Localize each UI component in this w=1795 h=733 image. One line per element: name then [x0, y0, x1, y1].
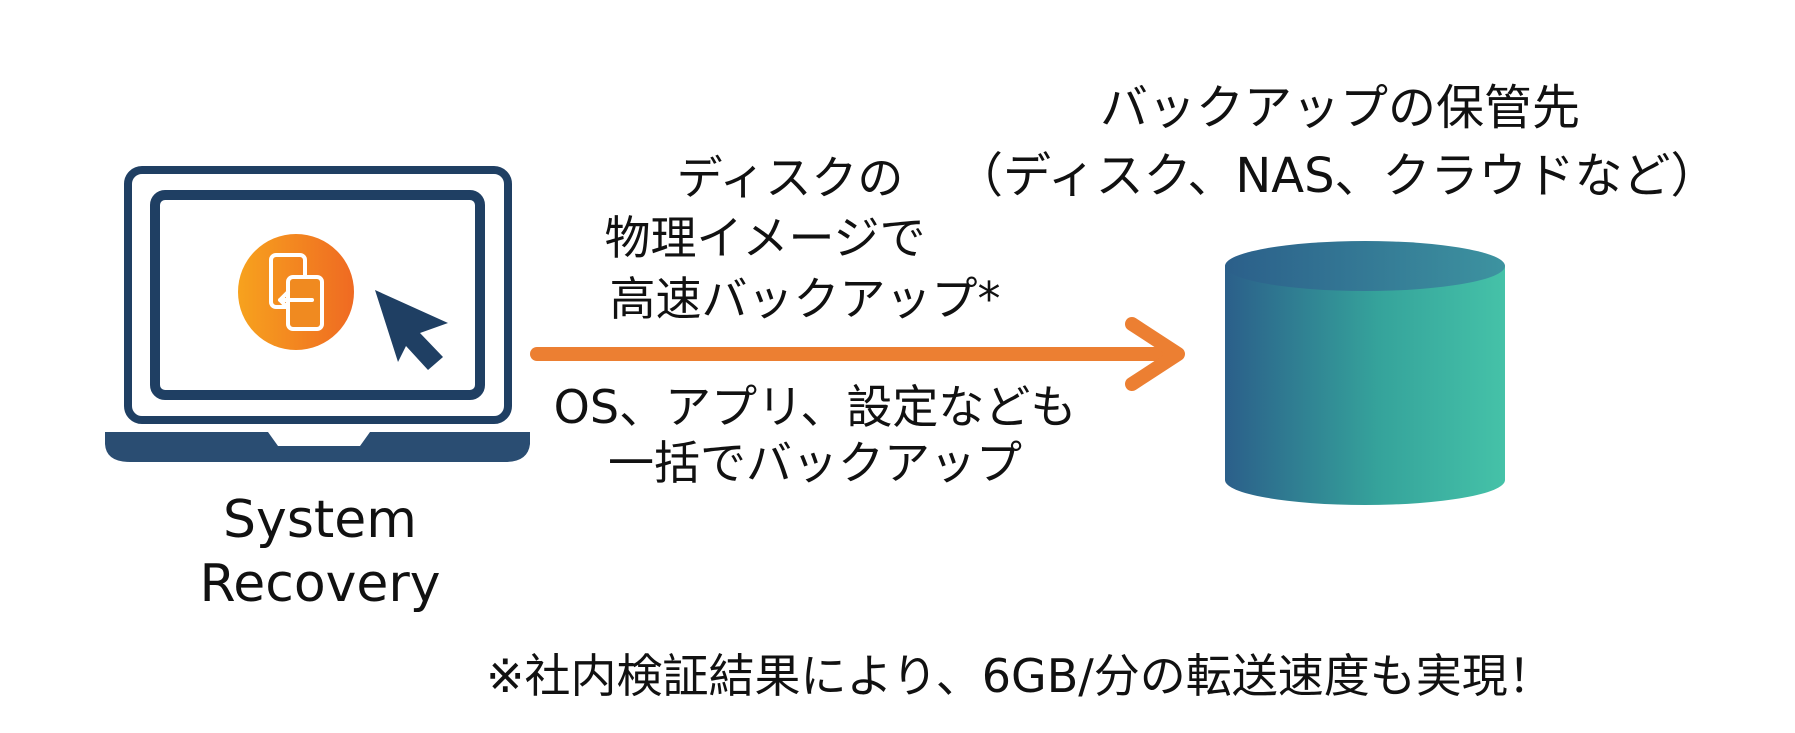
- arrow-below-line-1: OS、アプリ、設定なども: [553, 380, 1077, 434]
- storage-title: バックアップの保管先: [1099, 80, 1580, 136]
- product-name-line-1: System: [223, 490, 417, 550]
- arrow-below-line-2: 一括でバックアップ: [608, 436, 1022, 490]
- database-cylinder-icon: [1225, 241, 1505, 505]
- arrow-above-line-3: 高速バックアップ*: [609, 272, 1001, 326]
- swap-documents-icon: [238, 234, 354, 350]
- arrow-above-line-2: 物理イメージで: [604, 211, 926, 265]
- storage-subtitle: （ディスク、NAS、クラウドなど）: [955, 148, 1719, 204]
- backup-arrow: [530, 317, 1185, 391]
- product-name-line-2: Recovery: [199, 554, 441, 614]
- laptop-icon: [105, 166, 530, 462]
- mouse-pointer-icon: [375, 290, 448, 370]
- arrow-above-line-1: ディスクの: [676, 151, 904, 205]
- footnote: ※社内検証結果により、6GB/分の転送速度も実現！: [486, 649, 1554, 703]
